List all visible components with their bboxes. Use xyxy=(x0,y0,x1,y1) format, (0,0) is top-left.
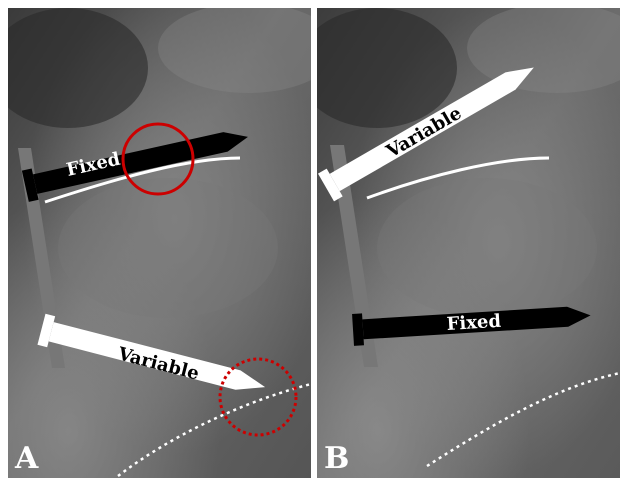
panel-a-overlay: Fixed Variable xyxy=(8,8,311,478)
fixed-label: Fixed xyxy=(446,311,502,335)
panel-letter: B xyxy=(324,444,349,474)
variable-label: Variable xyxy=(382,103,465,163)
panel-a: Fixed Variable A xyxy=(8,8,311,478)
screw-head xyxy=(352,313,364,346)
panel-letter: A xyxy=(15,444,38,474)
panel-b: Variable Fixed B xyxy=(317,8,620,478)
endplate-line xyxy=(367,158,549,198)
panel-b-overlay: Variable Fixed xyxy=(317,8,620,478)
fixed-screw xyxy=(22,121,252,202)
dotted-curve xyxy=(118,384,311,476)
dotted-curve xyxy=(427,373,620,466)
